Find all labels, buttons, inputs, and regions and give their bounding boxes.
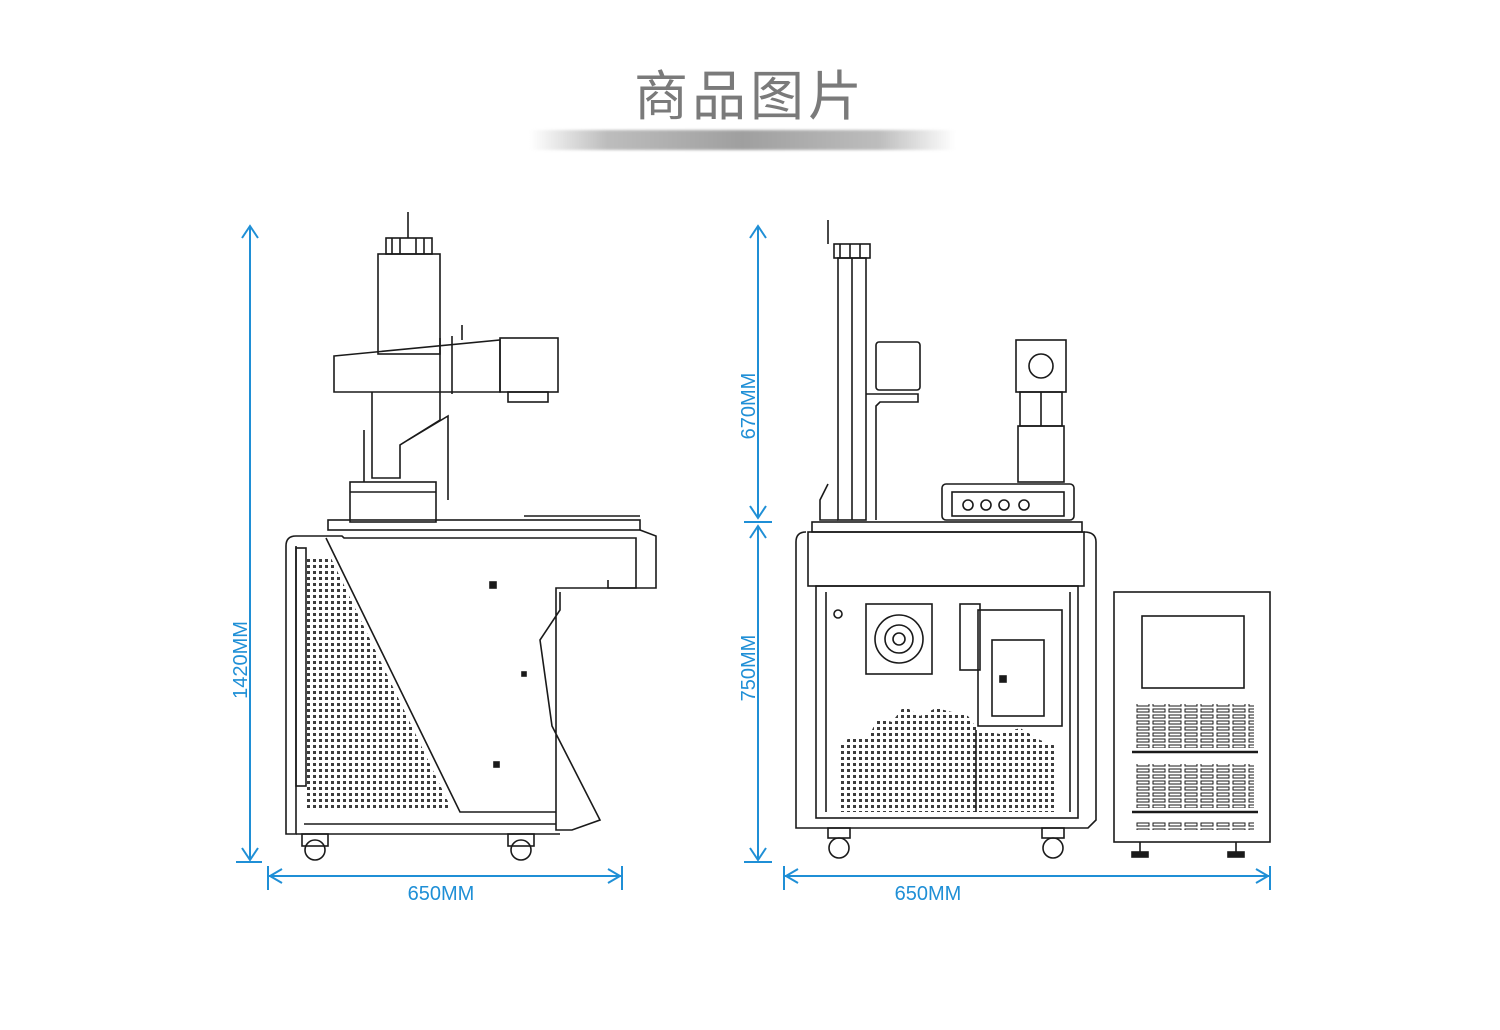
dimension-lines [236, 224, 1271, 890]
left-width-label: 650MM [408, 883, 475, 905]
lift-column [377, 253, 441, 355]
work-table [327, 519, 641, 531]
laser-head-front [875, 341, 921, 391]
right-width-label: 650MM [895, 883, 962, 905]
page-title: 商品图片 [634, 65, 866, 128]
laser-head-arm [333, 339, 501, 393]
front-view-machine [795, 220, 1097, 859]
right-upper-height-label: 670MM [738, 373, 760, 440]
door-panel [977, 609, 1063, 727]
title-underline [530, 130, 955, 150]
controller-cabinet [1113, 591, 1271, 858]
rotary-fixture [1015, 339, 1067, 393]
cabinet-front [815, 585, 1079, 819]
side-view-machine [285, 212, 657, 861]
right-lower-height-label: 750MM [738, 635, 760, 702]
control-panel [941, 483, 1075, 521]
controller-screen [1141, 615, 1245, 689]
left-height-label: 1420MM [230, 621, 252, 699]
fan-unit [865, 603, 933, 675]
focus-knob [385, 237, 433, 255]
